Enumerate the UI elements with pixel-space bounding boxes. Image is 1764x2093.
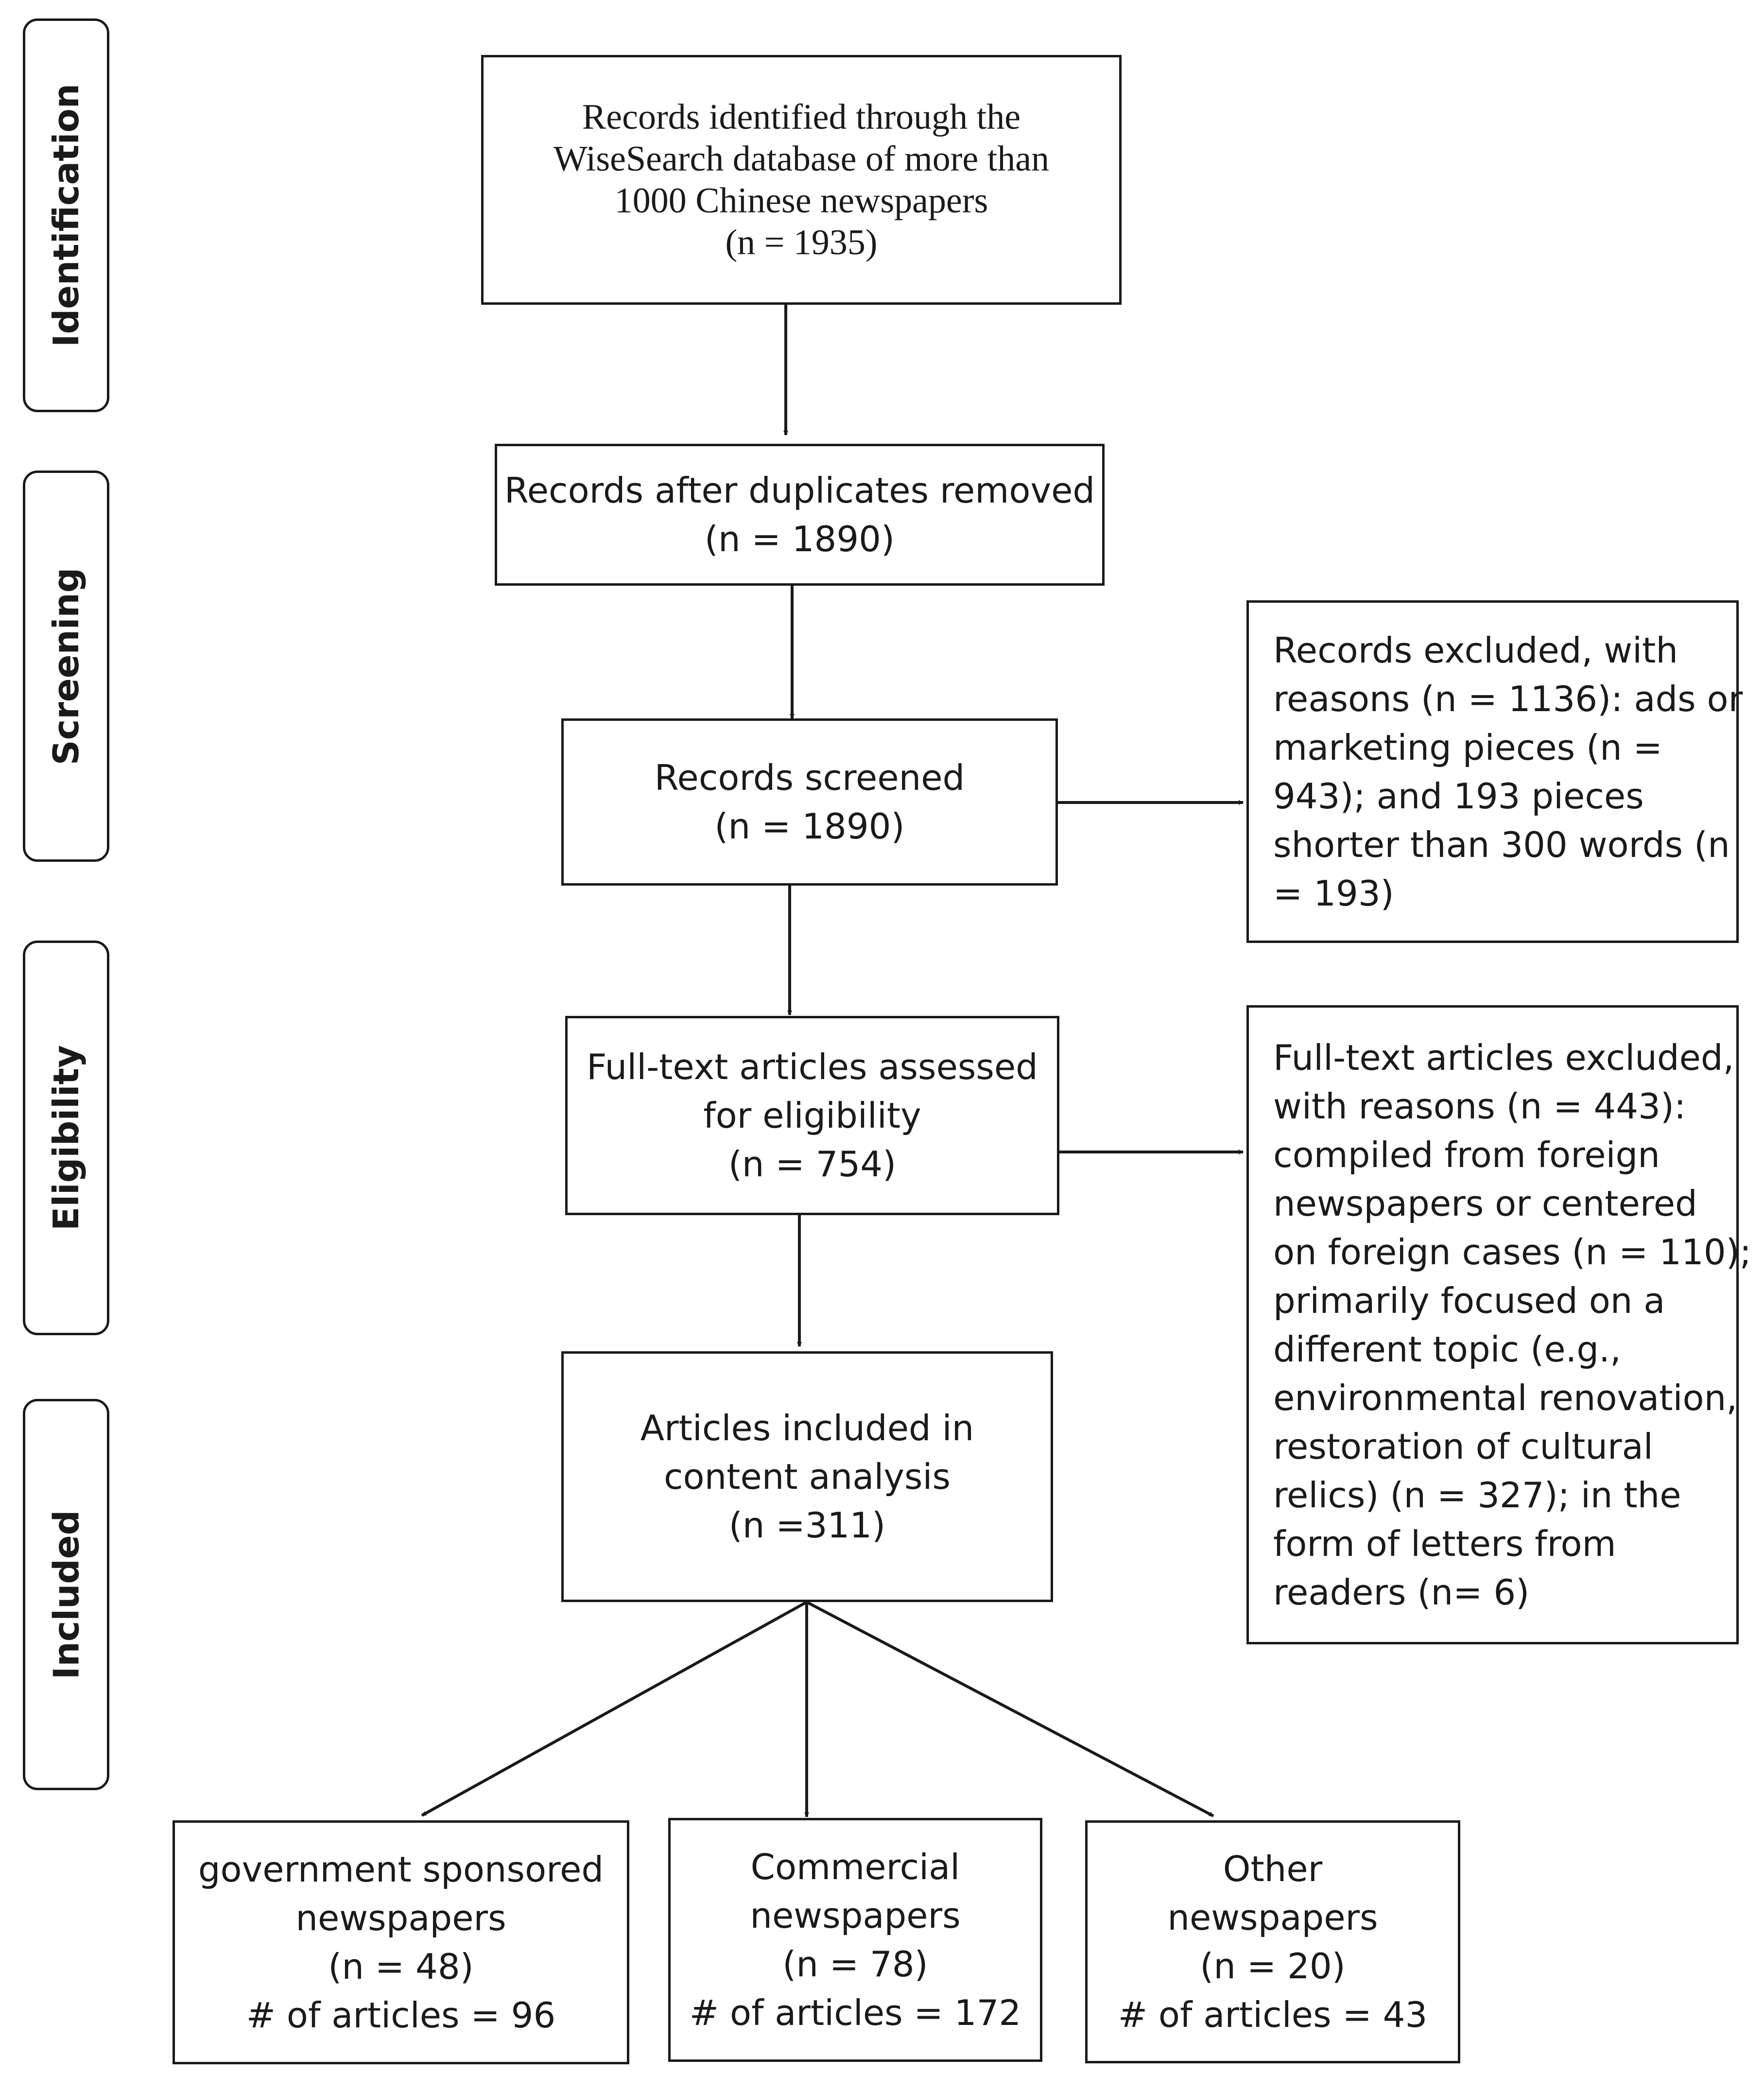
records-identified-box: Records identified through the WiseSearc… [481, 55, 1122, 305]
stage-included: Included [23, 1399, 109, 1790]
box-line: government sponsored [198, 1849, 604, 1890]
articles-included-box: Articles included in content analysis (n… [561, 1351, 1053, 1602]
box-line: (n = 1890) [714, 806, 905, 847]
box-line: WiseSearch database of more than [553, 139, 1050, 179]
box-line: Full-text articles excluded, [1273, 1037, 1734, 1078]
box-line: newspapers [750, 1895, 961, 1936]
box-line: form of letters from [1273, 1523, 1616, 1564]
box-line: newspapers or centered [1273, 1183, 1697, 1224]
records-deduplicated-box: Records after duplicates removed (n = 18… [495, 444, 1105, 586]
full-text-excluded-box: Full-text articles excluded, with reason… [1246, 1005, 1751, 1644]
stage-label: Included [46, 1510, 87, 1679]
box-line: 943); and 193 pieces [1273, 775, 1644, 817]
box-line: 1000 Chinese newspapers [614, 181, 988, 221]
box-line: Records screened [654, 757, 965, 798]
box-line: Articles included in [640, 1408, 974, 1448]
stage-identification: Identification [23, 18, 109, 412]
stage-label: Screening [46, 567, 87, 765]
box-line: content analysis [663, 1456, 951, 1497]
box-line: readers (n= 6) [1273, 1571, 1530, 1613]
box-line: (n = 20) [1200, 1946, 1346, 1987]
stage-label: Identification [46, 84, 86, 347]
box-line: marketing pieces (n = [1273, 727, 1662, 768]
box-line: with reasons (n = 443): [1273, 1085, 1686, 1127]
stage-screening: Screening [23, 471, 109, 862]
full-text-assessed-box: Full-text articles assessed for eligibil… [565, 1016, 1059, 1215]
box-line: # of articles = 43 [1118, 1994, 1428, 2035]
other-newspapers-box: Other newspapers (n = 20) # of articles … [1085, 1820, 1460, 2063]
box-line: restoration of cultural [1273, 1426, 1653, 1467]
box-line: Records identified through the [582, 97, 1021, 137]
box-line: newspapers [1167, 1897, 1378, 1938]
box-line: # of articles = 172 [689, 1992, 1021, 2033]
stage-label: Eligibility [46, 1045, 87, 1231]
box-line: (n = 1890) [704, 519, 895, 559]
commercial-newspapers-box: Commercial newspapers (n = 78) # of arti… [668, 1818, 1042, 2062]
box-line: relics) (n = 327); in the [1273, 1474, 1681, 1516]
box-line: (n = 78) [782, 1944, 928, 1985]
stage-eligibility: Eligibility [23, 941, 109, 1335]
box-line: (n =311) [728, 1505, 886, 1546]
arrow-included-to-other [806, 1601, 1214, 1817]
box-line: different topic (e.g., [1273, 1328, 1621, 1370]
box-line: shorter than 300 words (n [1273, 824, 1730, 865]
box-line: Other [1223, 1849, 1323, 1889]
government-newspapers-box: government sponsored newspapers (n = 48)… [173, 1820, 629, 2064]
box-line: (n = 754) [728, 1144, 897, 1185]
box-line: Records after duplicates removed [504, 470, 1095, 511]
arrow-included-to-government [421, 1601, 808, 1817]
box-line: (n = 1935) [725, 223, 878, 262]
box-line: Records excluded, with [1273, 629, 1678, 671]
box-line: newspapers [295, 1898, 506, 1938]
box-line: # of articles = 96 [246, 1995, 556, 2036]
box-line: = 193) [1273, 872, 1394, 914]
box-line: for eligibility [703, 1095, 921, 1136]
box-line: primarily focused on a [1273, 1280, 1665, 1321]
records-screened-box: Records screened (n = 1890) [561, 718, 1058, 886]
box-line: reasons (n = 1136): ads or [1273, 678, 1743, 719]
box-line: compiled from foreign [1273, 1134, 1660, 1175]
box-line: Full-text articles assessed [587, 1046, 1038, 1087]
box-line: on foreign cases (n = 110); [1273, 1231, 1752, 1273]
box-line: environmental renovation, [1273, 1377, 1738, 1418]
box-line: (n = 48) [328, 1946, 474, 1987]
records-excluded-box: Records excluded, with reasons (n = 1136… [1246, 600, 1743, 943]
box-line: Commercial [750, 1847, 960, 1887]
